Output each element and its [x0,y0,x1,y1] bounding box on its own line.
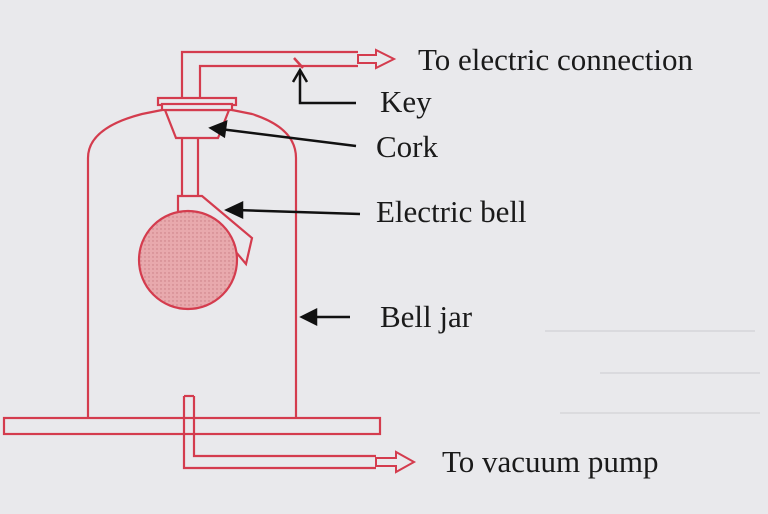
electric-connection-arrow [357,48,397,70]
pointer-key [291,67,356,105]
label-electric-bell: Electric bell [376,194,527,229]
label-electric-connection: To electric connection [418,42,693,77]
vacuum-pump-arrow [375,450,417,474]
label-vacuum-pump: To vacuum pump [442,444,659,479]
base-plate [2,416,382,436]
electric-wires [180,50,358,98]
label-bell-jar: Bell jar [380,299,473,334]
background-bleed-text [545,330,760,414]
bell-gong [137,209,239,311]
cork-collar [156,96,238,112]
bell-jar-outline [86,108,298,418]
label-cork: Cork [376,129,439,164]
vacuum-pipe [182,394,376,470]
pointer-electric-bell [224,201,361,219]
pointer-cork [208,120,357,148]
pointer-bell-jar [299,307,350,327]
label-key: Key [380,84,432,119]
bell-rod [180,138,200,196]
key-switch [293,57,304,69]
